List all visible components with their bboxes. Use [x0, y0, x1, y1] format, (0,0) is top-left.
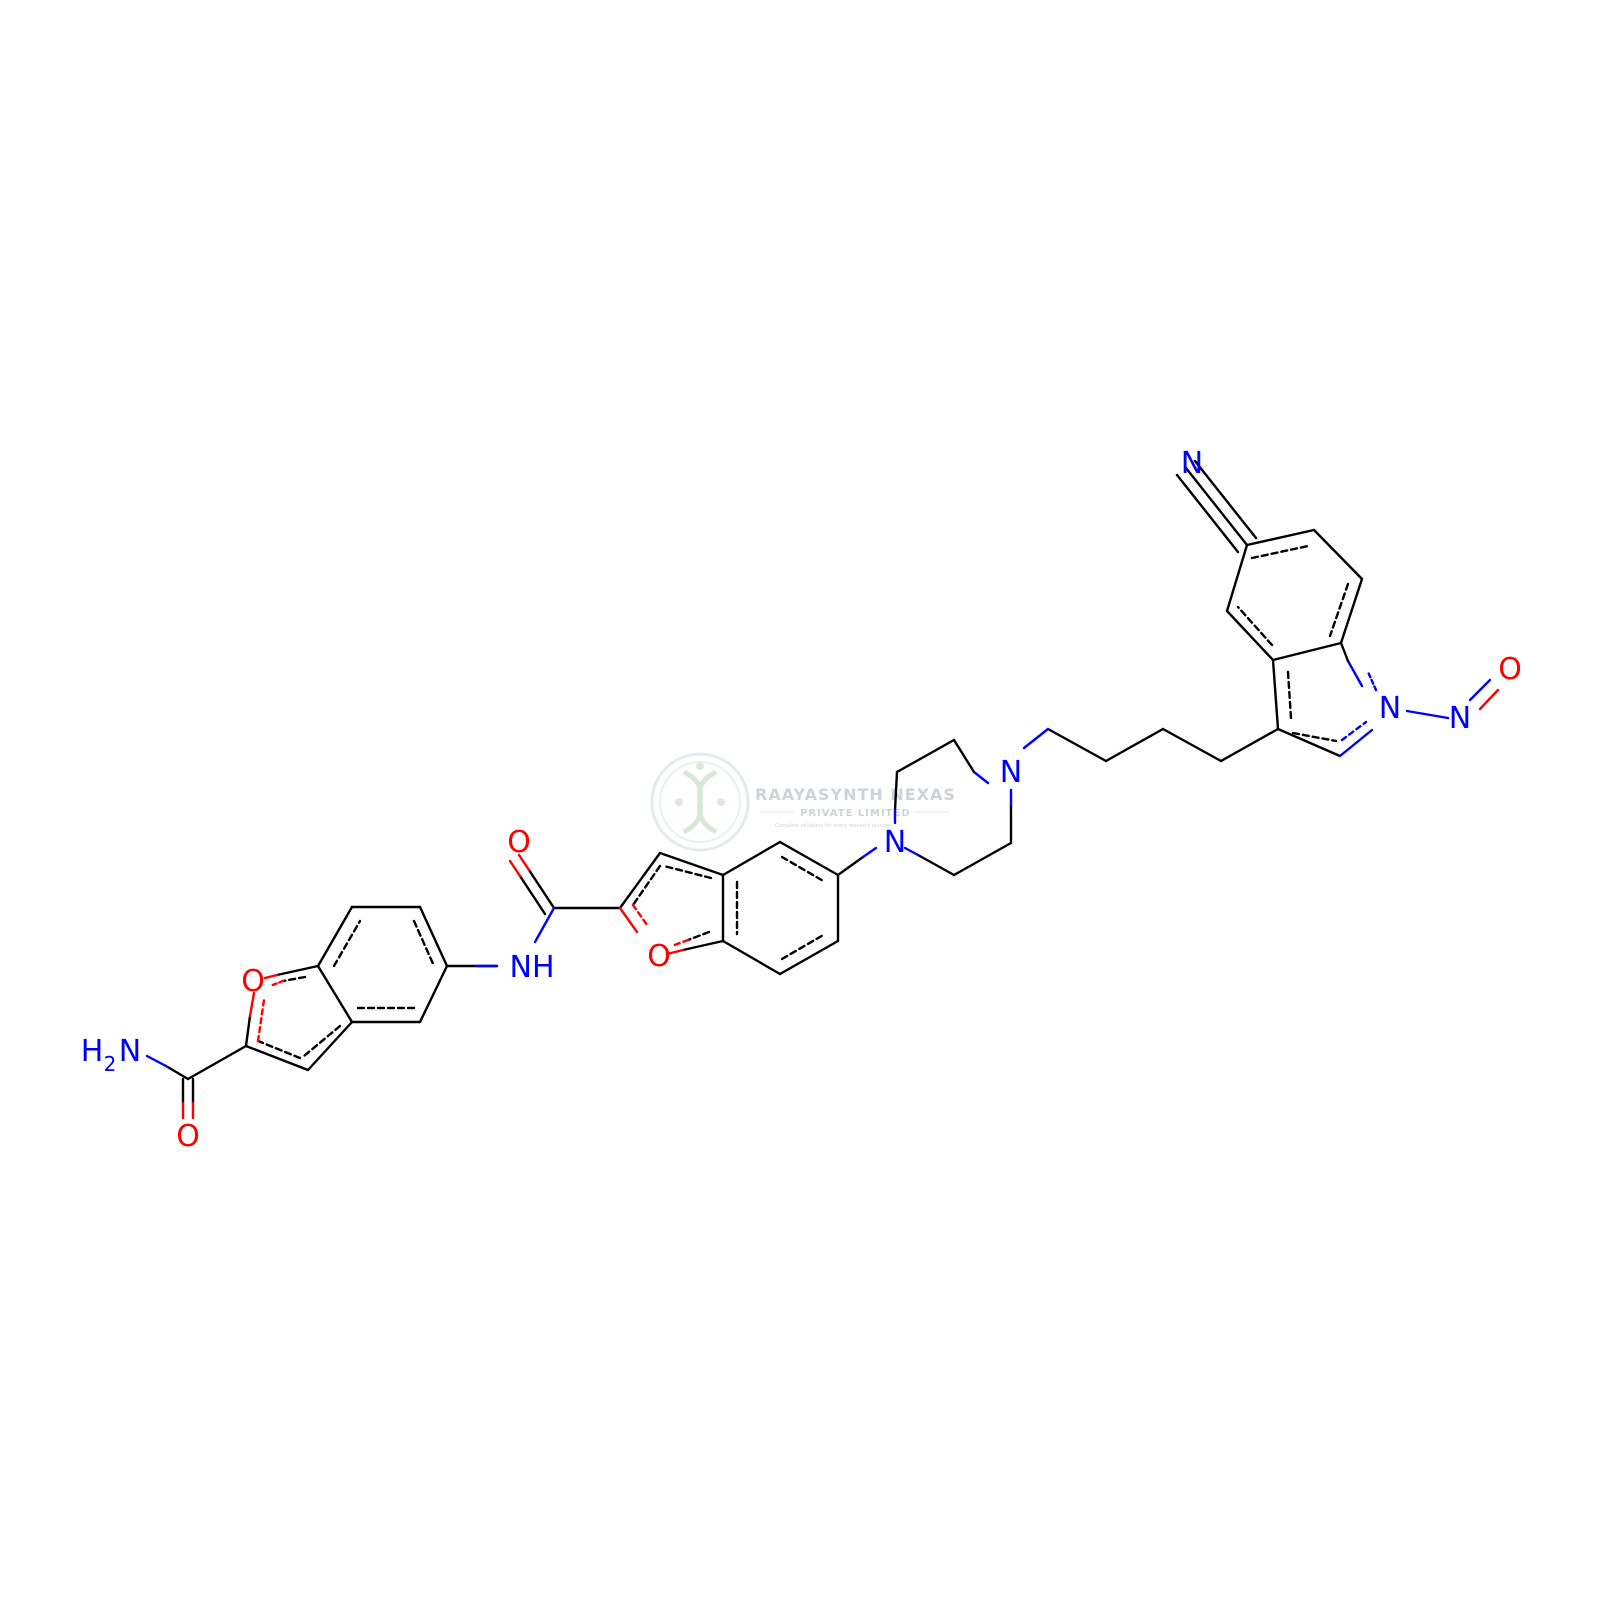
carboxamide-group: [164, 1044, 248, 1105]
atom-label-carboxamide-nh2: H 2 N: [81, 1034, 142, 1076]
watermark-company-suffix: PRIVATE LIMITED: [800, 808, 911, 819]
heteroatom-bonds: [145, 641, 1500, 1120]
watermark-company-name: RAAYASYNTH NEXAS: [755, 785, 956, 804]
indole-pyrrole-ring: [1271, 658, 1342, 758]
indole-benzene-ring: [1225, 528, 1364, 662]
right-benzofuran-furan-ring: [618, 851, 725, 952]
atom-label-right-benzofuran-oxygen: O: [647, 939, 671, 974]
atom-label-nitroso-nitrogen: N: [1449, 701, 1471, 736]
bonds: [164, 459, 1364, 1105]
atom-label-nh2-hydrogen: H: [81, 1034, 104, 1069]
atom-label-indole-nitrogen: N: [1379, 691, 1401, 726]
left-benzofuran-benzene-ring: [316, 905, 449, 1024]
atom-label-piperazine-nitrogen-bottom: N: [884, 825, 906, 860]
company-watermark: RAAYASYNTH NEXAS PRIVATE LIMITED Complet…: [650, 752, 956, 852]
atom-label-carboxamide-oxygen: O: [176, 1119, 200, 1154]
atom-label-cyano-nitrogen: N: [1181, 446, 1203, 481]
left-benzofuran-furan-ring: [244, 964, 354, 1072]
atom-label-amide-nh: NH: [510, 950, 555, 985]
atom-label-nh2-subscript: 2: [104, 1052, 117, 1076]
atom-label-nh2-nitrogen: N: [119, 1034, 141, 1069]
watermark-tagline: Complete solutions for every research jo…: [775, 823, 891, 829]
atom-label-nitroso-oxygen: O: [1498, 652, 1522, 687]
atom-label-amide-oxygen: O: [507, 825, 531, 860]
watermark-logo-icon: [650, 752, 750, 852]
atom-label-piperazine-nitrogen-top: N: [1000, 755, 1022, 790]
right-benzofuran-benzene-ring: [721, 840, 840, 976]
atom-label-left-benzofuran-oxygen: O: [241, 964, 265, 999]
cyano-triple-bond: [1175, 459, 1258, 554]
atom-labels: N N N O N N O O NH O H 2 N O: [81, 446, 1522, 1154]
piperazine-ring: [893, 738, 1013, 877]
amide-bridge: [518, 868, 622, 916]
butyl-chain: [1046, 727, 1280, 763]
